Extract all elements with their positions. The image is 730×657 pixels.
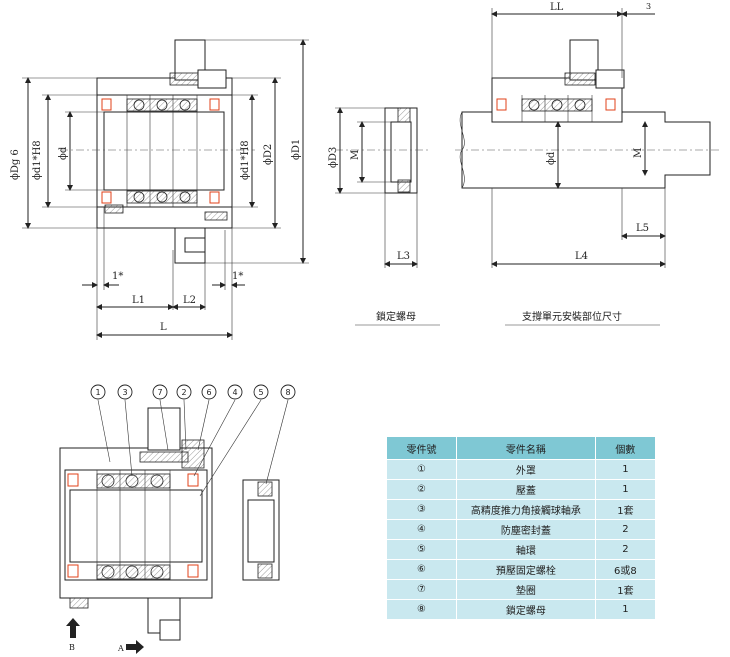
balloon-6: 6 xyxy=(197,384,217,451)
cell-no: ⑦ xyxy=(386,579,457,600)
balloon-4: 4 xyxy=(193,384,243,477)
balloon-2: 2 xyxy=(176,384,192,451)
lock-nut-drawing: ϕD3 M L3 鎖定螺母 xyxy=(328,107,440,326)
cell-qty: 1 xyxy=(594,479,657,500)
cell-no: ③ xyxy=(386,499,457,520)
parts-section-drawing: 1 3 7 2 6 4 5 xyxy=(59,384,296,654)
cell-qty: 2 xyxy=(594,519,657,540)
dim-dg6-label: ϕDg 6 xyxy=(10,149,21,180)
cell-qty: 1 xyxy=(594,459,657,480)
view-arrow-a: A xyxy=(117,640,144,654)
cell-name: 壓蓋 xyxy=(456,479,596,500)
cell-no: ⑧ xyxy=(386,599,457,620)
header-part-name: 零件名稱 xyxy=(456,436,596,460)
cell-qty: 6或8 xyxy=(594,559,657,580)
dim-d-mount-label: ϕd xyxy=(546,151,557,165)
dim-d1h8-left-label: ϕd1*H8 xyxy=(32,140,43,180)
dim-M-mount-label: M xyxy=(633,148,644,158)
dim-L1-label: L1 xyxy=(132,295,145,306)
view-arrow-b-label: B xyxy=(69,643,75,652)
lock-nut-caption: 鎖定螺母 xyxy=(376,310,416,323)
dim-d1h8-right-label: ϕd1*H8 xyxy=(240,140,251,180)
view-arrow-b: B xyxy=(66,618,80,652)
balloon-7-text: 7 xyxy=(157,388,162,397)
balloon-3-text: 3 xyxy=(122,388,127,397)
mounting-drawing: LL 3 ϕd M L5 L4 支撐單元安裝部位尺寸 xyxy=(455,2,720,326)
dim-M-label: M xyxy=(350,150,361,160)
cell-name: 墊圈 xyxy=(456,579,596,600)
dim-LL-label: LL xyxy=(550,2,564,13)
dim-L5-label: L5 xyxy=(636,223,649,234)
dim-1-left-label: 1* xyxy=(112,271,123,282)
balloon-6-text: 6 xyxy=(206,388,211,397)
cell-qty: 2 xyxy=(594,539,657,560)
dim-L-label: L xyxy=(160,322,167,333)
cell-qty: 1套 xyxy=(594,499,657,520)
cell-no: ⑥ xyxy=(386,559,457,580)
cell-no: ② xyxy=(386,479,457,500)
cell-name: 預壓固定螺栓 xyxy=(456,559,596,580)
parts-table-header: 零件號 零件名稱 個數 xyxy=(386,436,657,460)
cell-name: 防塵密封蓋 xyxy=(456,519,596,540)
balloon-1-text: 1 xyxy=(95,388,100,397)
dim-3-label: 3 xyxy=(646,2,651,11)
header-part-no: 零件號 xyxy=(386,436,457,460)
dim-d2-label: ϕD2 xyxy=(263,144,274,165)
cell-no: ⑤ xyxy=(386,539,457,560)
balloon-4-text: 4 xyxy=(232,388,237,397)
balloon-8: 8 xyxy=(265,384,296,485)
balloon-5-text: 5 xyxy=(258,388,263,397)
balloon-1: 1 xyxy=(90,384,111,463)
dim-1-right-label: 1* xyxy=(232,271,243,282)
balloon-2-text: 2 xyxy=(181,388,186,397)
dim-D3-label: ϕD3 xyxy=(328,147,339,168)
balloon-8-text: 8 xyxy=(285,388,290,397)
cell-name: 鎖定螺母 xyxy=(456,599,596,620)
dim-L4-label: L4 xyxy=(575,251,588,262)
cell-qty: 1 xyxy=(594,599,657,620)
balloon-3: 3 xyxy=(117,384,133,477)
view-arrow-a-label: A xyxy=(117,644,124,653)
balloon-5: 5 xyxy=(199,384,269,497)
support-unit-section: ϕDg 6 ϕd1*H8 ϕd ϕd1*H8 ϕD2 ϕD1 1* 1* xyxy=(10,39,309,340)
dim-L3-label: L3 xyxy=(397,251,410,262)
cell-no: ④ xyxy=(386,519,457,540)
cell-qty: 1套 xyxy=(594,579,657,600)
header-qty: 個數 xyxy=(594,436,657,460)
cell-name: 軸環 xyxy=(456,539,596,560)
balloon-7: 7 xyxy=(152,384,169,451)
dim-L2-label: L2 xyxy=(183,295,196,306)
dim-d-label: ϕd xyxy=(58,146,69,160)
cell-name: 高精度推力角接觸球軸承 xyxy=(456,499,596,520)
dim-d1-outer-label: ϕD1 xyxy=(291,139,302,160)
mounting-caption: 支撐單元安裝部位尺寸 xyxy=(522,310,622,323)
cell-no: ① xyxy=(386,459,457,480)
cell-name: 外罩 xyxy=(456,459,596,480)
